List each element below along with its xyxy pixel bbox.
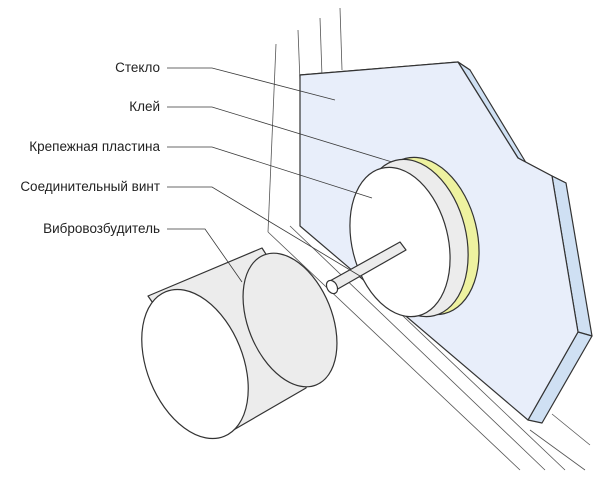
label-glue: Клей [129, 99, 160, 114]
leader-exciter [167, 228, 243, 283]
leader-lines [167, 67, 393, 283]
exciter [141, 247, 338, 440]
connecting-screw [325, 241, 407, 295]
screw-end [325, 279, 339, 295]
leader-glass [167, 67, 336, 101]
leader-connecting-screw [167, 186, 361, 277]
label-mount-plate: Крепежная пластина [29, 139, 160, 154]
label-glass: Стекло [115, 60, 160, 75]
leader-mount-plate [167, 146, 373, 199]
exciter-back-cap [242, 252, 338, 388]
label-exciter: Вибровозбудитель [43, 221, 160, 236]
exciter-face [141, 288, 249, 440]
leader-glue [167, 106, 393, 163]
labels: Стекло Клей Крепежная пластина Соедините… [20, 60, 160, 236]
label-connecting-screw: Соединительный винт [20, 179, 160, 194]
